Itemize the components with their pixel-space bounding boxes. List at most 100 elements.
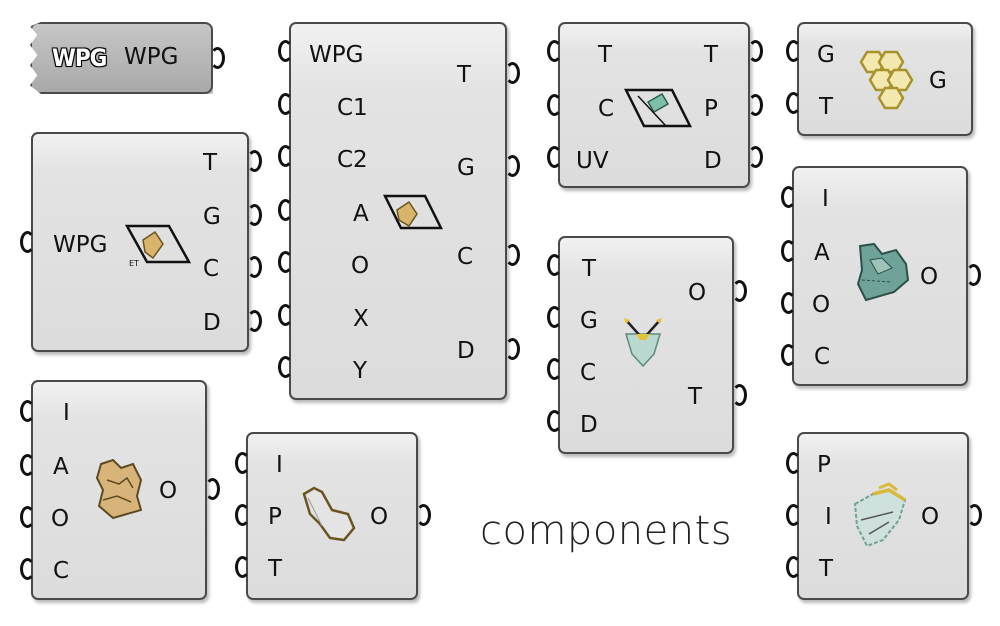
outline-input-port[interactable] — [235, 556, 250, 578]
input-label: T — [819, 556, 834, 582]
teal-gold-input-port[interactable] — [786, 556, 801, 578]
construct-output-port[interactable] — [505, 244, 520, 266]
orient-input-port[interactable] — [547, 254, 562, 276]
hexagon-component[interactable]: G T G — [797, 22, 973, 136]
input-label: I — [822, 186, 829, 212]
tan-input-port[interactable] — [20, 454, 35, 476]
teal-tile-icon — [856, 242, 910, 302]
hexagon-input-port[interactable] — [786, 92, 801, 114]
outline-tile-component[interactable]: I P T O — [246, 432, 418, 600]
output-label: G — [203, 204, 221, 230]
wpg-param-label: WPG — [124, 44, 179, 70]
teal-input-port[interactable] — [781, 186, 796, 208]
teal-gold-input-port[interactable] — [786, 504, 801, 526]
wallpaper-group-icon — [382, 194, 444, 230]
orient-output-port[interactable] — [732, 280, 747, 302]
outline-output-port[interactable] — [416, 504, 431, 526]
output-label: D — [457, 338, 475, 364]
input-label: D — [580, 412, 598, 438]
input-label: O — [51, 506, 70, 532]
construct-wpg-component[interactable]: WPG C1 C2 A O X Y T G C D — [289, 22, 507, 400]
orient-input-port[interactable] — [547, 410, 562, 432]
deconstruct-wpg-component[interactable]: WPG T G C D ET — [31, 132, 249, 352]
hexagon-input-port[interactable] — [786, 40, 801, 62]
hexagon-tiling-icon — [859, 50, 914, 110]
orient-output-port[interactable] — [732, 384, 747, 406]
tan-input-port[interactable] — [20, 506, 35, 528]
cell-input-port[interactable] — [547, 40, 562, 62]
input-label: UV — [576, 148, 609, 174]
tan-input-port[interactable] — [20, 400, 35, 422]
output-label: O — [370, 504, 389, 530]
construct-input-port[interactable] — [278, 356, 293, 378]
teal-gold-tile-component[interactable]: P I T O — [797, 432, 969, 600]
output-label: T — [688, 384, 703, 410]
deconstruct-output-port[interactable] — [247, 150, 262, 172]
components-caption: components — [480, 508, 733, 554]
tan-tile-component[interactable]: I A O C O — [31, 380, 207, 600]
outline-input-port[interactable] — [235, 504, 250, 526]
orient-input-port[interactable] — [547, 358, 562, 380]
input-label: C1 — [337, 95, 368, 121]
output-label: P — [704, 96, 718, 122]
input-label: G — [580, 308, 598, 334]
input-label: C2 — [337, 147, 368, 173]
output-label: G — [929, 68, 947, 94]
construct-input-port[interactable] — [278, 304, 293, 326]
input-label: T — [819, 94, 834, 120]
input-label: P — [817, 452, 831, 478]
construct-input-port[interactable] — [278, 93, 293, 115]
cell-icon — [623, 88, 693, 128]
deconstruct-output-port[interactable] — [247, 256, 262, 278]
input-label: O — [351, 253, 370, 279]
input-label: A — [814, 240, 830, 266]
teal-gold-tile-icon — [853, 482, 907, 548]
wallpaper-group-icon: ET — [124, 224, 192, 268]
tan-output-port[interactable] — [205, 478, 220, 500]
orient-input-port[interactable] — [547, 306, 562, 328]
construct-input-port[interactable] — [278, 145, 293, 167]
teal-gold-output-port[interactable] — [967, 504, 982, 526]
teal-input-port[interactable] — [781, 292, 796, 314]
cell-component[interactable]: T C UV T P D — [558, 22, 750, 188]
output-label: O — [920, 264, 939, 290]
output-label: D — [704, 148, 722, 174]
input-label: WPG — [309, 42, 364, 68]
input-label: I — [276, 452, 283, 478]
output-label: O — [688, 280, 707, 306]
input-label: C — [580, 360, 597, 386]
construct-input-port[interactable] — [278, 40, 293, 62]
input-label: C — [598, 96, 615, 122]
output-label: G — [457, 155, 475, 181]
outline-input-port[interactable] — [235, 452, 250, 474]
teal-input-port[interactable] — [781, 240, 796, 262]
deconstruct-output-port[interactable] — [247, 204, 262, 226]
input-label: Y — [353, 358, 368, 384]
deconstruct-output-port[interactable] — [247, 310, 262, 332]
orient-component[interactable]: T G C D O T — [558, 236, 734, 454]
tan-input-port[interactable] — [20, 558, 35, 580]
output-label: C — [457, 244, 474, 270]
wpg-param-output[interactable] — [210, 47, 225, 69]
outline-tile-icon — [302, 486, 356, 542]
cell-output-port[interactable] — [748, 146, 763, 168]
teal-input-port[interactable] — [781, 344, 796, 366]
wpg-parameter[interactable]: WPG WPG — [30, 22, 213, 94]
construct-output-port[interactable] — [505, 155, 520, 177]
input-label: G — [817, 42, 835, 68]
cell-output-port[interactable] — [748, 94, 763, 116]
cell-output-port[interactable] — [748, 40, 763, 62]
output-label: O — [921, 504, 940, 530]
construct-output-port[interactable] — [505, 62, 520, 84]
teal-gold-input-port[interactable] — [786, 452, 801, 474]
cell-input-port[interactable] — [547, 94, 562, 116]
construct-input-port[interactable] — [278, 251, 293, 273]
construct-input-port[interactable] — [278, 199, 293, 221]
teal-output-port[interactable] — [966, 264, 981, 286]
teal-tile-component[interactable]: I A O C O — [792, 166, 968, 386]
cell-input-port[interactable] — [547, 146, 562, 168]
output-label: T — [203, 150, 218, 176]
construct-output-port[interactable] — [505, 338, 520, 360]
deconstruct-input-port[interactable] — [20, 231, 35, 253]
input-label: A — [53, 454, 69, 480]
